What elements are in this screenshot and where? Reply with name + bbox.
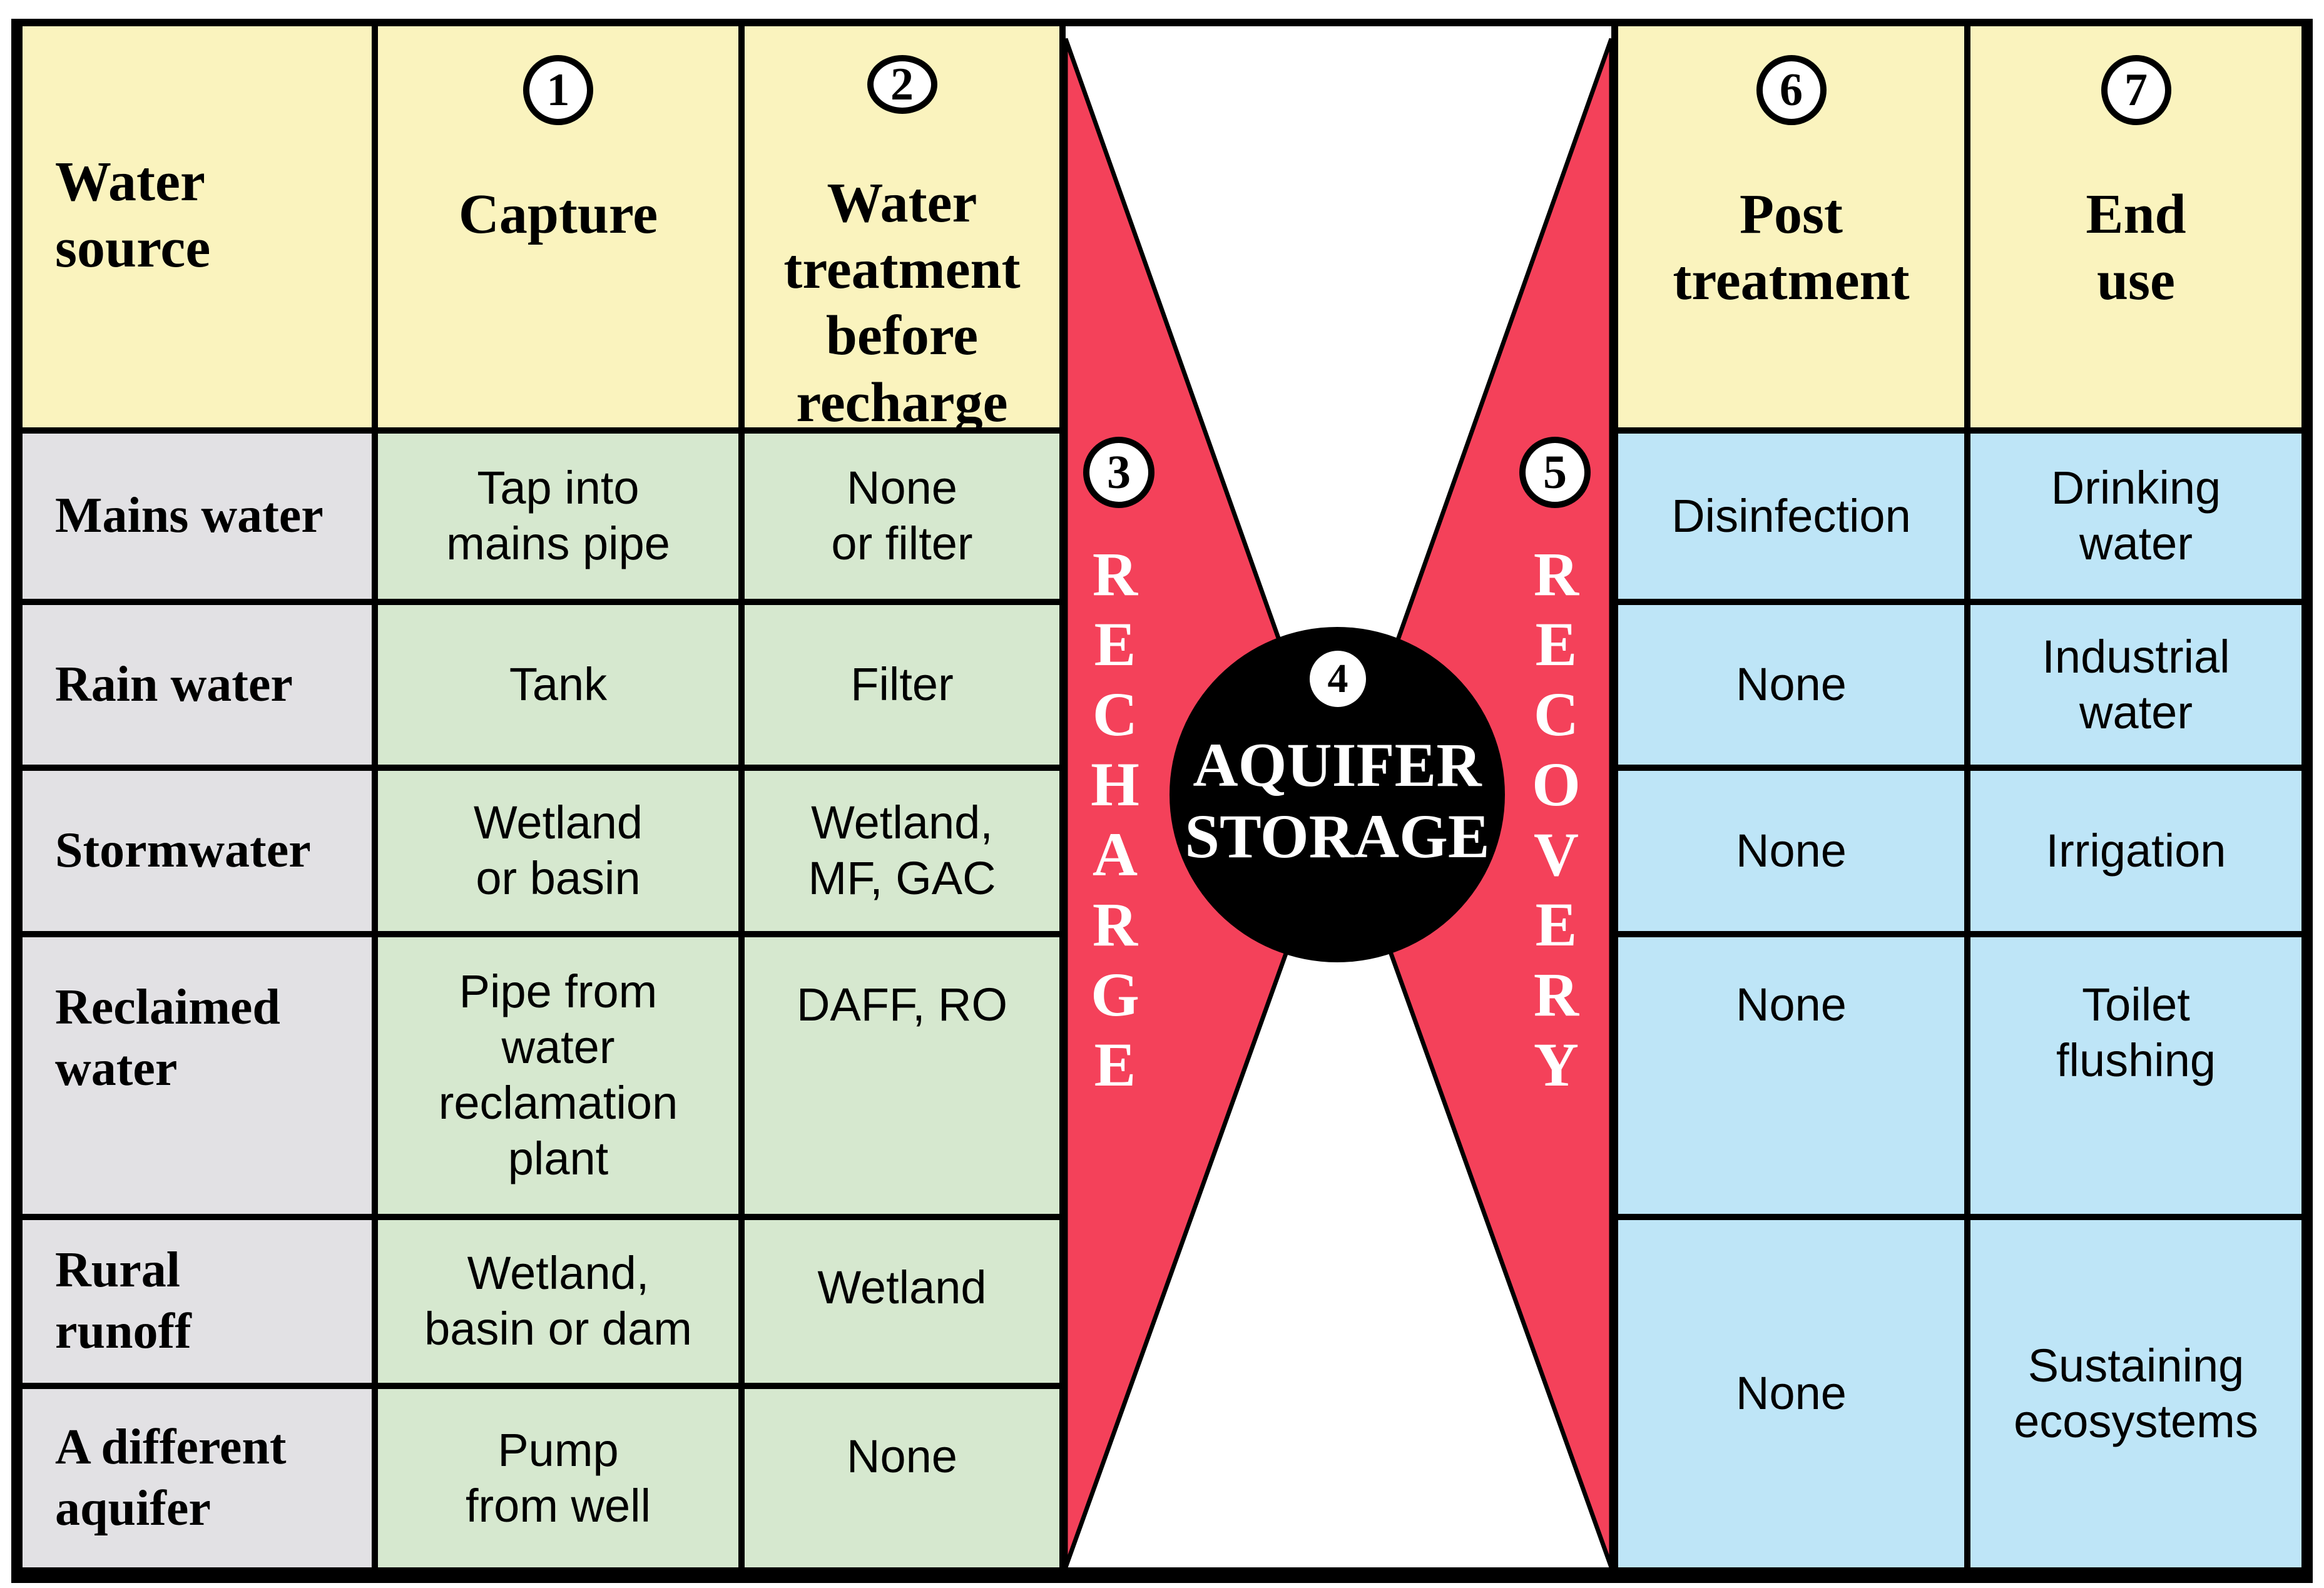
treatment-aquifer: None <box>745 1389 1059 1567</box>
header-pre-treatment: 2 Water treatment before recharge <box>745 26 1059 434</box>
capture-aquifer: Pump from well <box>378 1389 738 1567</box>
post-rain: None <box>1618 605 1964 765</box>
source-label: Rural runoff <box>55 1243 191 1359</box>
vertical-letter: H <box>1091 750 1139 819</box>
enduse-merged-bottom: Sustaining ecosystems <box>1970 1220 2301 1567</box>
enduse-value: Toilet flushing <box>2056 979 2216 1086</box>
aquifer-storage-circle <box>1170 627 1505 962</box>
vertical-letter: Y <box>1533 1030 1579 1099</box>
treatment-rain: Filter <box>745 605 1059 765</box>
post-mains: Disinfection <box>1618 434 1964 599</box>
capture-value: Pump from well <box>465 1423 651 1532</box>
vertical-letter: G <box>1091 960 1139 1029</box>
post-storm: None <box>1618 771 1964 931</box>
capture-storm: Wetland or basin <box>378 771 738 931</box>
vertical-letter: R <box>1533 960 1579 1029</box>
step-2-badge: 2 <box>867 55 937 114</box>
step-3-badge: 3 <box>1083 437 1154 508</box>
treatment-storm: Wetland, MF, GAC <box>745 771 1059 931</box>
enduse-value: Industrial water <box>2042 630 2230 738</box>
header-water-source-label: Water source <box>55 151 211 280</box>
step-4-badge: 4 <box>1310 651 1366 707</box>
source-mains-water: Mains water <box>23 434 372 599</box>
vertical-letter: E <box>1535 609 1577 679</box>
treatment-rural: Wetland <box>745 1220 1059 1383</box>
capture-value: Tap into mains pipe <box>446 462 670 569</box>
vertical-letter: C <box>1533 679 1579 749</box>
post-value: None <box>1736 979 1847 1031</box>
header-post-treatment-label: Post treatment <box>1673 183 1910 312</box>
source-stormwater: Stormwater <box>23 771 372 931</box>
enduse-value: Drinking water <box>2051 462 2221 569</box>
post-value: None <box>1736 658 1847 711</box>
vertical-letter: R <box>1092 890 1138 959</box>
source-rural-runoff: Rural runoff <box>23 1220 372 1383</box>
step-6-badge: 6 <box>1756 55 1827 125</box>
capture-rain: Tank <box>378 605 738 765</box>
post-value: Disinfection <box>1671 489 1911 542</box>
capture-value: Wetland or basin <box>473 797 643 904</box>
treatment-value: None <box>847 1430 957 1482</box>
header-water-source: Water source <box>23 26 372 427</box>
vertical-letter: R <box>1533 539 1579 609</box>
enduse-value: Irrigation <box>2046 824 2226 877</box>
source-label: Mains water <box>55 488 324 544</box>
treatment-value: Filter <box>850 658 954 711</box>
source-label: A different aquifer <box>55 1419 287 1536</box>
capture-value: Wetland, basin or dam <box>424 1247 692 1355</box>
post-reclaimed: None <box>1618 937 1964 1214</box>
recharge-recovery-funnel <box>1066 26 1611 1567</box>
step-1-badge: 1 <box>523 55 593 125</box>
capture-rural: Wetland, basin or dam <box>378 1220 738 1383</box>
header-pre-treatment-label: Water treatment before recharge <box>783 172 1021 434</box>
header-end-use: 7 End use <box>1970 26 2301 427</box>
post-value: None <box>1736 1367 1847 1420</box>
vertical-letter: C <box>1092 679 1138 749</box>
header-end-use-label: End use <box>2086 183 2186 312</box>
vertical-letter: R <box>1092 539 1138 609</box>
capture-reclaimed: Pipe from water reclamation plant <box>378 937 738 1214</box>
vertical-letter: O <box>1532 750 1581 819</box>
enduse-value: Sustaining ecosystems <box>2014 1339 2258 1447</box>
aquifer-storage-line2: STORAGE <box>1185 802 1490 871</box>
post-value: None <box>1736 824 1847 877</box>
capture-value: Pipe from water reclamation plant <box>438 965 678 1184</box>
source-rain-water: Rain water <box>23 605 372 765</box>
step-5-badge: 5 <box>1519 437 1591 508</box>
header-capture-label: Capture <box>458 183 658 245</box>
funnel-shapes <box>1066 38 1611 1567</box>
treatment-mains: None or filter <box>745 434 1059 599</box>
vertical-letter: E <box>1094 1030 1136 1099</box>
capture-value: Tank <box>509 658 608 711</box>
source-reclaimed-water: Reclaimed water <box>23 937 372 1214</box>
vertical-letter: E <box>1094 609 1136 679</box>
aquifer-storage-label: AQUIFER STORAGE <box>1118 730 1556 872</box>
step-7-badge: 7 <box>2101 55 2171 125</box>
source-label: Reclaimed water <box>55 980 280 1096</box>
treatment-value: DAFF, RO <box>796 979 1008 1031</box>
treatment-value: Wetland, MF, GAC <box>808 797 996 904</box>
vertical-letter: A <box>1092 820 1138 889</box>
enduse-irrigation: Irrigation <box>1970 771 2301 931</box>
vertical-letter: V <box>1533 820 1579 889</box>
header-capture: 1 Capture <box>378 26 738 427</box>
treatment-value: None or filter <box>831 462 973 569</box>
capture-mains: Tap into mains pipe <box>378 434 738 599</box>
treatment-reclaimed: DAFF, RO <box>745 937 1059 1214</box>
post-merged-bottom: None <box>1618 1220 1964 1567</box>
treatment-value: Wetland <box>817 1261 987 1313</box>
enduse-toilet: Toilet flushing <box>1970 937 2301 1214</box>
source-label: Stormwater <box>55 823 311 878</box>
enduse-drinking: Drinking water <box>1970 434 2301 599</box>
vertical-letter: E <box>1535 890 1577 959</box>
source-label: Rain water <box>55 656 293 712</box>
enduse-industrial: Industrial water <box>1970 605 2301 765</box>
aquifer-storage-line1: AQUIFER <box>1193 730 1482 800</box>
header-post-treatment: 6 Post treatment <box>1618 26 1964 427</box>
source-different-aquifer: A different aquifer <box>23 1389 372 1567</box>
